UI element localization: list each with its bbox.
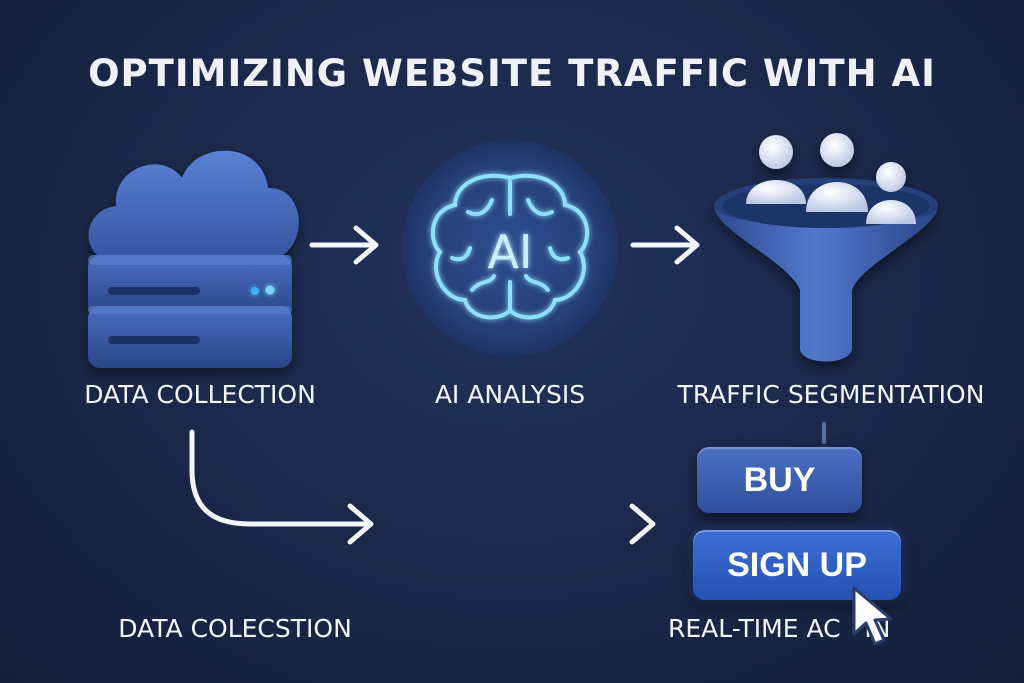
label-data-collection: DATA COLLECTION (84, 380, 316, 409)
buy-button[interactable]: BUY (697, 447, 862, 513)
ai-badge-text: AI (487, 225, 532, 279)
label-data-colecstion: DATA COLECSTION (118, 614, 352, 643)
label-traffic-segmentation: TRAFFIC SEGMENTATION (677, 380, 985, 409)
fading-arrow (437, 503, 656, 545)
ai-brain-icon (402, 140, 618, 356)
curved-arrow (189, 429, 374, 545)
cloud-server-icon (88, 150, 299, 368)
flow-arrow-2 (630, 225, 700, 265)
label-ai-analysis: AI ANALYSIS (434, 380, 586, 409)
flow-arrow-1 (309, 225, 379, 265)
funnel-users-icon (714, 133, 938, 362)
page-title: OPTIMIZING WEBSITE TRAFFIC WITH AI (88, 52, 936, 95)
sign-up-button[interactable]: SIGN UP (693, 530, 901, 600)
cursor-icon (852, 586, 893, 646)
